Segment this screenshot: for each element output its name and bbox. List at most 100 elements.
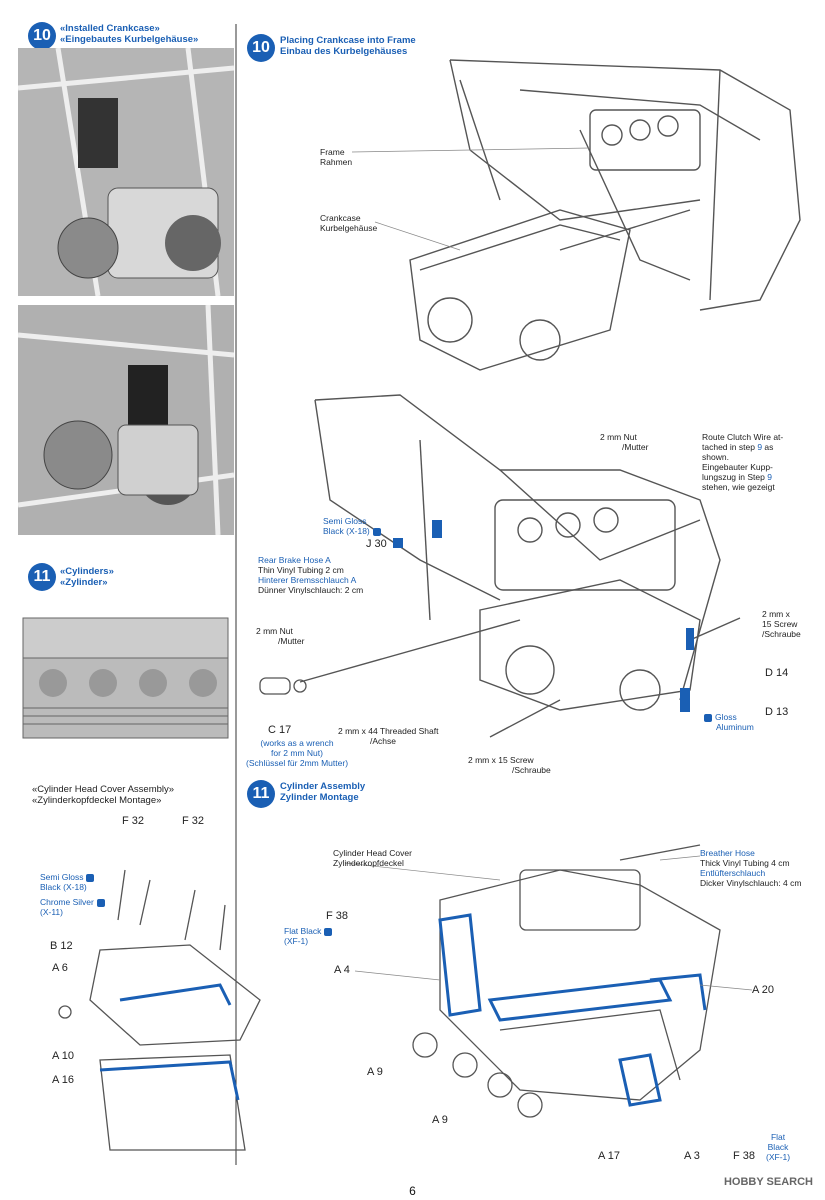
part-a6: A 6 <box>52 962 68 974</box>
cylinder-assembly-drawing <box>412 844 721 1118</box>
label-nut-left: 2 mm Nut/Mutter <box>256 626 304 646</box>
route-line-4: shown. <box>702 452 729 462</box>
title-en: «Installed Crankcase» <box>60 23 160 34</box>
route-line-1: Route Clutch Wire at- <box>702 432 784 442</box>
photo-illustration <box>18 48 234 296</box>
paint-drop-icon <box>372 527 381 536</box>
label-screw-bottom: 2 mm x 15 Screw/Schraube <box>468 755 551 775</box>
c17-line-2: for 2 mm Nut) <box>271 748 323 758</box>
label-de: /Mutter <box>278 636 305 646</box>
c17-wrench <box>259 677 307 695</box>
route-de-2: lungszug in Step <box>702 472 765 482</box>
paint-line-1: Semi Gloss <box>40 872 84 882</box>
label-screw-right: 2 mm x 15 Screw /Schraube <box>762 609 801 639</box>
paint-semi-gloss-black: Semi Gloss Black (X-18) <box>40 872 95 892</box>
label-de: Zylinderkopfdeckel <box>333 858 404 868</box>
part-d14: D 14 <box>765 667 789 679</box>
label-nut-top: 2 mm Nut/Mutter <box>600 432 648 452</box>
paint-line-2: Black (X-18) <box>40 882 87 892</box>
hose-line-1: Rear Brake Hose A <box>258 555 331 565</box>
page-number: 6 <box>409 1184 416 1198</box>
route-line-3: as <box>764 442 774 452</box>
cylinders-photo <box>18 598 234 746</box>
breather-line-1: Breather Hose <box>700 848 755 858</box>
step-11-title: Cylinder Assembly Zylinder Montage <box>280 781 365 803</box>
paint-line-2: (XF-1) <box>284 936 309 946</box>
frame-drawing <box>449 59 801 311</box>
photo-illustration <box>18 305 234 535</box>
part-a3: A 3 <box>684 1150 700 1162</box>
paint-line-2: Aluminum <box>716 722 754 732</box>
crankcase-photo-2 <box>18 305 234 535</box>
head-cover-title: «Cylinder Head Cover Assembly» «Zylinder… <box>32 784 174 806</box>
paint-line-1: Semi Gloss <box>323 516 367 526</box>
part-j30: J 30 <box>366 538 387 550</box>
part-a4: A 4 <box>334 964 350 976</box>
title-de: Einbau des Kurbelgehäuses <box>280 46 408 57</box>
part-a9-b: A 9 <box>432 1114 448 1126</box>
paint-semi-gloss-black-10: Semi Gloss Black (X-18) <box>323 516 381 536</box>
title-en: «Cylinder Head Cover Assembly» <box>32 784 175 795</box>
title-en: «Cylinders» <box>60 566 114 577</box>
hose-de-1: Hinterer Bremsschlauch A <box>258 575 357 585</box>
paint-line-2: Black <box>767 1142 789 1152</box>
part-f38-b: F 38 <box>733 1150 756 1162</box>
part-f32-a: F 32 <box>122 815 145 827</box>
c17-line-1: (works as a wrench <box>260 738 334 748</box>
paint-flat-black-right: Flat Black (XF-1) <box>766 1132 790 1162</box>
route-de-step-number: 9 <box>767 472 772 482</box>
title-de: «Zylinderkopfdeckel Montage» <box>32 795 162 806</box>
step-10-title: Placing Crankcase into Frame Einbau des … <box>280 35 416 57</box>
part-a20: A 20 <box>752 984 775 996</box>
paint-line-1: Flat Black <box>284 926 322 936</box>
label-en: 2 mm x 15 Screw <box>468 755 534 765</box>
paint-line-2: (X-11) <box>40 907 63 917</box>
screw-de: /Schraube <box>762 629 801 639</box>
label-rear-brake-hose: Rear Brake Hose A Thin Vinyl Tubing 2 cm… <box>258 555 363 595</box>
label-de: /Achse <box>370 736 396 746</box>
part-c17: C 17 <box>268 724 292 736</box>
hose-de-2: Dünner Vinylschlauch: 2 cm <box>258 585 364 595</box>
part-f32-b: F 32 <box>182 815 205 827</box>
part-b12: B 12 <box>50 940 73 952</box>
head-cover-drawing <box>58 869 261 1151</box>
label-en: Frame <box>320 147 345 157</box>
label-en: Cylinder Head Cover <box>333 848 412 858</box>
part-d13: D 13 <box>765 706 789 718</box>
label-threaded-shaft: 2 mm x 44 Threaded Shaft/Achse <box>338 726 438 746</box>
step-10-main-badge: 10 <box>247 34 275 62</box>
watermark: HOBBY SEARCH <box>723 1176 813 1188</box>
step-11-main-badge: 11 <box>247 780 275 808</box>
photo-illustration <box>18 598 234 746</box>
screw-line-1: 2 mm x <box>762 609 790 619</box>
part-a17: A 17 <box>598 1150 621 1162</box>
paint-drop-icon <box>86 873 95 882</box>
title-en: Cylinder Assembly <box>280 781 366 792</box>
paint-line-1: Flat <box>770 1132 786 1142</box>
breather-de-1: Entlüfterschlauch <box>700 868 766 878</box>
paint-line-1: Gloss <box>715 712 737 722</box>
installed-crankcase-title: «Installed Crankcase» «Eingebautes Kurbe… <box>60 23 198 45</box>
title-de: «Zylinder» <box>60 577 108 588</box>
part-f38-a: F 38 <box>326 910 349 922</box>
paint-drop-icon <box>96 898 105 907</box>
crankcase-drawing <box>409 209 691 371</box>
part-a16: A 16 <box>52 1074 75 1086</box>
part-a9-a: A 9 <box>367 1066 383 1078</box>
paint-drop-icon <box>704 713 712 722</box>
label-en: Crankcase <box>320 213 361 223</box>
step-11-badge: 11 <box>28 563 56 591</box>
screw-line-2: 15 Screw <box>762 619 798 629</box>
paint-flat-black: Flat Black (XF-1) <box>284 926 333 946</box>
title-de: Zylinder Montage <box>280 792 359 803</box>
label-de: /Schraube <box>512 765 551 775</box>
hose-line-2: Thin Vinyl Tubing 2 cm <box>258 565 344 575</box>
label-en: 2 mm x 44 Threaded Shaft <box>338 726 439 736</box>
paint-drop-icon <box>324 927 333 936</box>
title-en: Placing Crankcase into Frame <box>280 35 416 46</box>
cylinders-title: «Cylinders» «Zylinder» <box>60 566 114 588</box>
